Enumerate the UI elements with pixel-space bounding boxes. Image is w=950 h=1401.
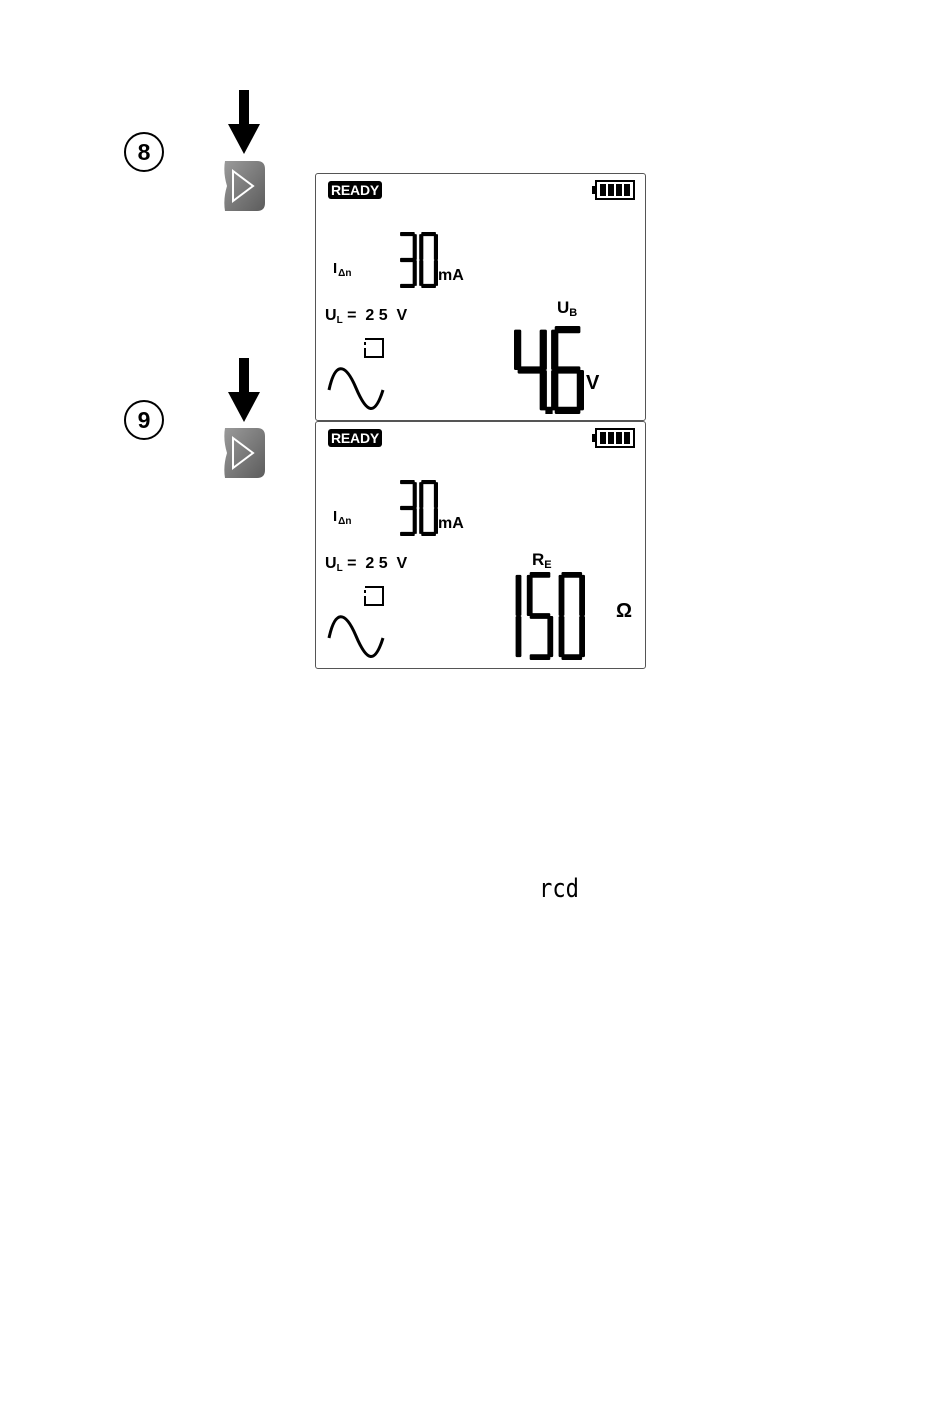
segment-c <box>516 616 522 657</box>
segment-c <box>413 260 417 286</box>
measurement-value <box>514 326 584 414</box>
segment-d <box>562 654 583 660</box>
measurement-value <box>495 572 585 660</box>
ready-indicator: READY <box>328 181 382 199</box>
limit-voltage: UL = 2 5 V <box>325 555 407 574</box>
square-wave-icon <box>362 336 386 360</box>
sine-wave-icon <box>327 608 385 664</box>
play-button-icon[interactable] <box>221 426 265 480</box>
digit-3 <box>400 232 417 288</box>
segment-f <box>527 575 533 616</box>
measurement-unit: Ω <box>616 600 632 623</box>
segment-d <box>400 532 415 536</box>
segment-a <box>555 326 581 333</box>
digit-0 <box>559 572 585 660</box>
segment-a <box>400 232 415 236</box>
segment-a <box>530 572 551 578</box>
segment-g <box>400 258 415 262</box>
segment-c <box>577 370 584 410</box>
segment-b <box>516 575 522 616</box>
rcd-display: rcd <box>539 873 581 901</box>
segment-c <box>413 508 417 534</box>
segment-b <box>413 234 417 260</box>
segment-d <box>555 407 581 414</box>
segment-f <box>419 482 423 508</box>
segment-g <box>518 366 544 373</box>
down-arrow-icon <box>228 90 260 154</box>
segment-d <box>421 532 436 536</box>
segment-a <box>421 480 436 484</box>
digit-0 <box>419 480 438 536</box>
ready-indicator: READY <box>328 429 382 447</box>
segment-d <box>400 284 415 288</box>
segment-e <box>419 260 423 286</box>
segment-e <box>419 508 423 534</box>
current-unit: mA <box>438 267 464 285</box>
segment-f <box>514 330 521 370</box>
segment-f <box>419 234 423 260</box>
segment-e <box>551 370 558 410</box>
digit-1 <box>516 575 522 657</box>
current-value <box>398 232 438 288</box>
limit-voltage: UL = 2 5 V <box>325 307 407 326</box>
idn-label: IΔn <box>333 508 351 527</box>
battery-icon <box>592 428 636 448</box>
segment-f <box>551 330 558 370</box>
segment-g <box>530 613 551 619</box>
segment-a <box>562 572 583 578</box>
segment-d <box>530 654 551 660</box>
segment-b <box>579 575 585 616</box>
segment-a <box>400 480 415 484</box>
segment-d <box>421 284 436 288</box>
battery-icon <box>592 180 636 200</box>
segment-b <box>413 482 417 508</box>
square-wave-icon <box>362 584 386 608</box>
rcd-text: rcd <box>539 874 579 901</box>
segment-c <box>540 370 547 410</box>
segment-b <box>434 234 438 260</box>
digit-6 <box>551 326 584 414</box>
step-number: 8 <box>124 132 164 172</box>
segment-e <box>559 616 565 657</box>
lcd-display: READY IΔn mA UL = 2 5 V UB V <box>315 173 646 421</box>
segment-b <box>434 482 438 508</box>
measurement-label: UB <box>557 298 577 319</box>
segment-f <box>559 575 565 616</box>
step-number: 9 <box>124 400 164 440</box>
segment-a <box>421 232 436 236</box>
idn-label: IΔn <box>333 260 351 279</box>
measurement-unit: V <box>586 372 599 395</box>
segment-b <box>540 330 547 370</box>
current-unit: mA <box>438 515 464 533</box>
segment-g <box>555 366 581 373</box>
lcd-display: READY IΔn mA UL = 2 5 V RE Ω <box>315 421 646 669</box>
sine-wave-icon <box>327 360 385 416</box>
digit-5 <box>527 572 553 660</box>
segment-c <box>547 616 553 657</box>
digit-3 <box>400 480 417 536</box>
current-value <box>398 480 438 536</box>
digit-0 <box>419 232 438 288</box>
play-button-icon[interactable] <box>221 159 265 213</box>
down-arrow-icon <box>228 358 260 422</box>
segment-c <box>579 616 585 657</box>
segment-g <box>400 506 415 510</box>
digit-4 <box>514 330 547 411</box>
measurement-label: RE <box>532 550 552 571</box>
